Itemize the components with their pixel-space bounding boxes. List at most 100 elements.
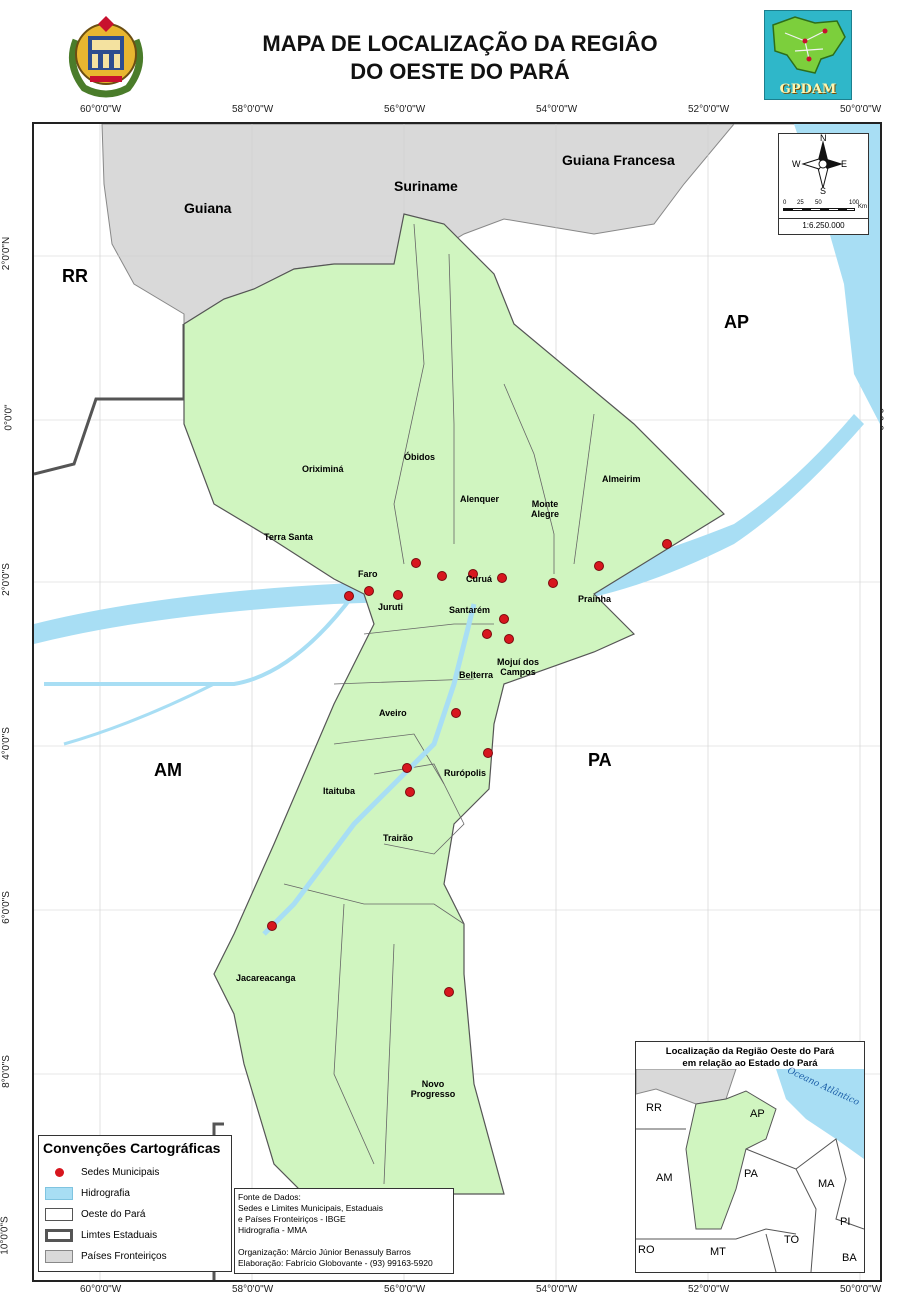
coord-bottom-58w: 58°0'0"W [232, 1284, 274, 1295]
label-trairao: Trairão [383, 833, 414, 843]
seat-santarem [499, 614, 509, 624]
gpdam-logo-text: GPDAM [779, 82, 837, 97]
inset-ba: BA [842, 1252, 857, 1264]
source-line6: Elaboração: Fabrício Globovante - (93) 9… [238, 1258, 433, 1268]
legend-label-oeste: Oeste do Pará [81, 1209, 146, 1220]
seat-ruropolis [483, 748, 493, 758]
scale-unit: Km [858, 204, 867, 210]
inset-ap: AP [750, 1108, 765, 1120]
label-ruropolis: Rurópolis [444, 768, 486, 778]
scale-tick-0: 0 [783, 200, 787, 206]
label-faro: Faro [358, 569, 378, 579]
coord-left-6s: 6°0'0"S [0, 891, 12, 924]
inset-ro: RO [638, 1244, 655, 1256]
municipal-seats [267, 539, 672, 997]
legend-title: Convenções Cartográficas [43, 1140, 221, 1156]
legend-item-hidrografia: Hidrografia [39, 1183, 231, 1204]
source-line4: Hidrografia - MMA [238, 1225, 307, 1235]
coord-left-8s: 8°0'0"S [0, 1055, 12, 1088]
source-line2: Sedes e Limites Municipais, Estaduais [238, 1203, 384, 1213]
seat-jacareacanga [267, 921, 277, 931]
label-state-am: AM [154, 760, 182, 780]
scale-ratio: 1:6.250.000 [779, 218, 868, 230]
scale-tick-25: 25 [797, 200, 804, 206]
label-alenquer: Alenquer [460, 494, 500, 504]
coord-top-52w: 52°0'0"W [688, 104, 730, 115]
label-aveiro: Aveiro [379, 708, 407, 718]
inset-rr: RR [646, 1102, 662, 1114]
inset-mt: MT [710, 1246, 726, 1258]
label-mojui: Mojuí dos Campos [497, 657, 539, 677]
legend-item-oeste: Oeste do Pará [39, 1204, 231, 1225]
label-state-ap: AP [724, 312, 750, 332]
seat-oriximina [411, 558, 421, 568]
coord-top-56w: 56°0'0"W [384, 104, 426, 115]
coord-bottom-60w: 60°0'0"W [80, 1284, 122, 1295]
seat-obidos [437, 571, 447, 581]
label-prainha: Prainha [578, 594, 612, 604]
label-santarem: Santarém [449, 605, 491, 615]
source-line1: Fonte de Dados: [238, 1192, 301, 1202]
label-guiana: Guiana [184, 200, 232, 216]
map-title: MAPA DE LOCALIZAÇÃO DA REGIÂO DO OESTE D… [200, 30, 720, 86]
label-novo-progresso: Novo Progresso [410, 1079, 456, 1099]
seat-belterra [482, 629, 492, 639]
inset-pi: PI [840, 1216, 851, 1228]
scale-tick-50: 50 [815, 200, 822, 206]
data-source-box: Fonte de Dados: Sedes e Limites Municipa… [234, 1188, 454, 1274]
coord-left-10s: 10°0'0"S [0, 1216, 11, 1255]
coord-top-60w: 60°0'0"W [80, 104, 122, 115]
legend-label-paises: Países Fronteiriços [81, 1251, 167, 1262]
map-title-line1: MAPA DE LOCALIZAÇÃO DA REGIÂO [262, 31, 658, 56]
label-almeirim: Almeirim [602, 474, 641, 484]
coord-top-54w: 54°0'0"W [536, 104, 578, 115]
coord-bottom-50w: 50°0'0"W [840, 1284, 882, 1295]
label-obidos: Óbidos [404, 452, 435, 462]
coord-left-2s: 2°0'0"S [0, 563, 12, 596]
red-dot-icon [54, 1168, 64, 1177]
label-jacareacanga: Jacareacanga [236, 973, 296, 983]
compass-s: S [820, 186, 827, 196]
legend-label-limites: Limtes Estaduais [81, 1230, 158, 1241]
legend-item-paises: Países Fronteiriços [39, 1246, 231, 1267]
label-belterra: Belterra [459, 670, 494, 680]
inset-map-canvas [636, 1069, 864, 1272]
label-itaituba: Itaituba [323, 786, 356, 796]
coord-left-4s: 4°0'0"S [0, 727, 12, 760]
label-curua: Curuá [466, 574, 493, 584]
gpdam-logo: GPDAM [764, 10, 852, 100]
coord-left-0: 0°0'0" [3, 404, 15, 431]
label-state-pa: PA [588, 750, 612, 770]
label-monte-alegre: Monte Alegre [530, 499, 559, 519]
seat-almeirim [662, 539, 672, 549]
inset-title-line1: Localização da Região Oeste do Pará [665, 1046, 835, 1057]
coord-top-50w: 50°0'0"W [840, 104, 882, 115]
inset-to: TO [784, 1234, 800, 1246]
label-oriximina: Oriximiná [302, 464, 344, 474]
coord-left-2n: 2°0'0"N [1, 236, 13, 271]
legend-label-hidrografia: Hidrografia [81, 1188, 130, 1199]
label-juruti: Juruti [378, 602, 404, 612]
scale-tick-100: 100 [849, 200, 860, 206]
compass-w: W [792, 159, 801, 169]
seat-mojui [504, 634, 514, 644]
north-arrow-and-scale: N S E W 0 25 50 100 Km 1:6.250.000 [778, 133, 869, 235]
inset-title-line2: em relação ao Estado do Pará [682, 1058, 818, 1069]
inset-pa: PA [744, 1168, 758, 1180]
seat-itaituba [402, 763, 412, 773]
legend: Convenções Cartográficas Sedes Municipai… [38, 1135, 232, 1272]
seat-alenquer [497, 573, 507, 583]
seat-trairao [405, 787, 415, 797]
compass-e: E [841, 159, 848, 169]
coord-bottom-54w: 54°0'0"W [536, 1284, 578, 1295]
seat-faro [364, 586, 374, 596]
compass-n: N [820, 133, 827, 143]
coord-bottom-56w: 56°0'0"W [384, 1284, 426, 1295]
label-state-rr: RR [62, 266, 88, 286]
source-line3: e Países Fronteiriços - IBGE [238, 1214, 346, 1224]
coord-top-58w: 58°0'0"W [232, 104, 274, 115]
seat-aveiro [451, 708, 461, 718]
oeste-do-para-region [183, 213, 725, 1195]
seat-novo-progresso [444, 987, 454, 997]
inset-map: Localização da Região Oeste do Pará em r… [635, 1041, 865, 1273]
